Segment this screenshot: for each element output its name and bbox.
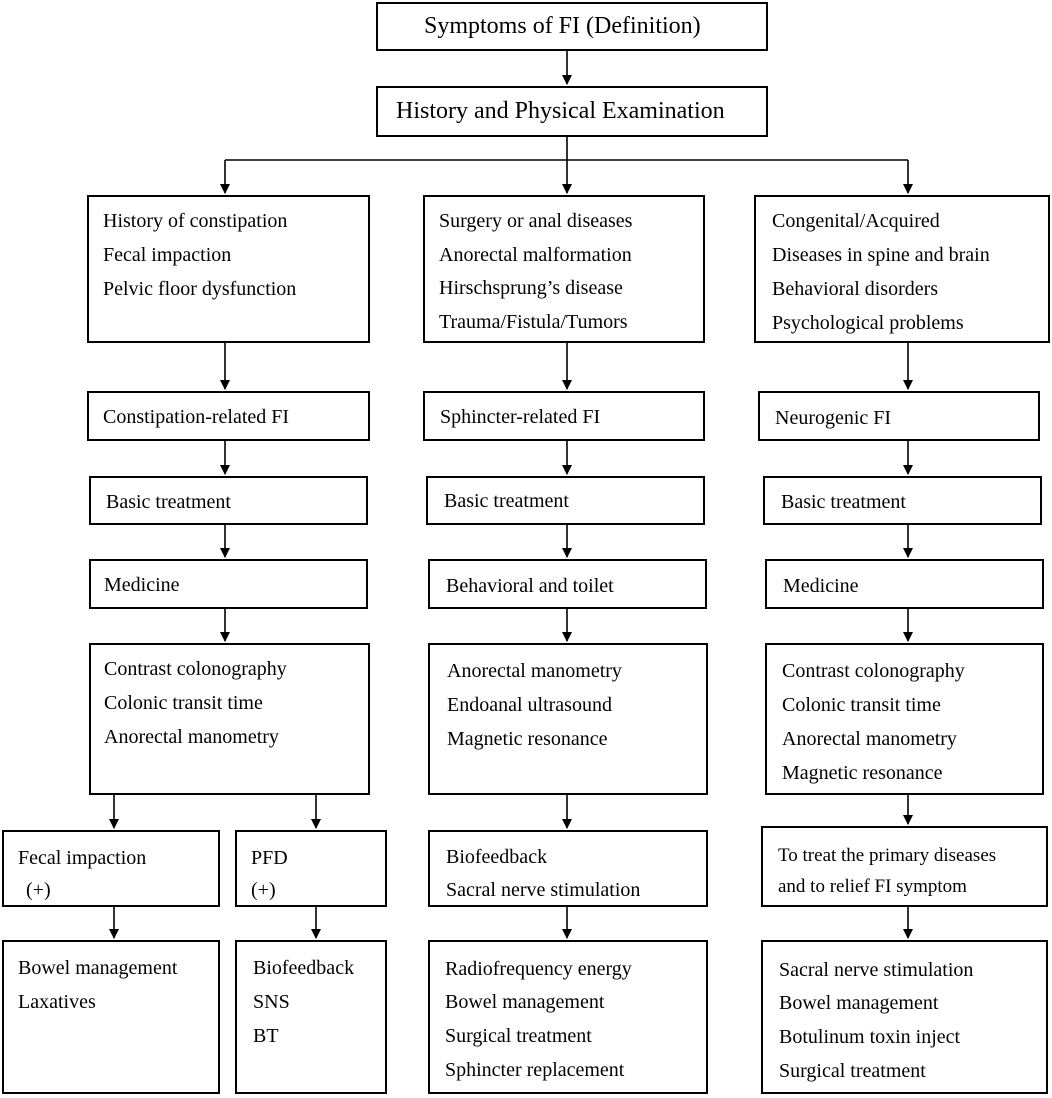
col1-type-text: Constipation-related FI (103, 406, 290, 428)
col3-medicine-box: Medicine (765, 559, 1044, 609)
col1-causes-box: History of constipation Fecal impaction … (87, 195, 370, 343)
col3-basic-text: Basic treatment (781, 491, 906, 513)
col2-type-text: Sphincter-related FI (440, 406, 601, 428)
col2-therapy-item: Biofeedback (446, 846, 548, 868)
fecal-impaction-sign: (+) (26, 879, 51, 901)
col3-treatment-box: Sacral nerve stimulation Bowel managemen… (761, 940, 1048, 1094)
col3-causes-box: Congenital/Acquired Diseases in spine an… (754, 195, 1050, 343)
col2-test-item: Anorectal manometry (447, 660, 622, 682)
col2-behavioral-text: Behavioral and toilet (446, 575, 614, 597)
col2-basic-text: Basic treatment (444, 490, 569, 512)
col2-treatment-item: Surgical treatment (445, 1025, 592, 1047)
definition-text: Symptoms of FI (Definition) (424, 13, 701, 39)
col1-pfd-box: PFD (+) (235, 830, 387, 907)
col3-treatment-item: Surgical treatment (779, 1060, 926, 1082)
definition-box: Symptoms of FI (Definition) (376, 2, 768, 51)
col1-test-item: Anorectal manometry (104, 726, 279, 748)
col1-medicine-box: Medicine (89, 559, 368, 609)
col2-type-box: Sphincter-related FI (423, 391, 705, 441)
col2-basic-box: Basic treatment (426, 476, 705, 525)
col2-cause-item: Trauma/Fistula/Tumors (439, 311, 628, 333)
col3-cause-item: Psychological problems (772, 312, 964, 334)
col3-test-item: Magnetic resonance (782, 762, 943, 784)
col3-type-text: Neurogenic FI (775, 407, 892, 429)
col3-primary-box: To treat the primary diseases and to rel… (761, 826, 1048, 907)
col2-tests-box: Anorectal manometry Endoanal ultrasound … (428, 643, 708, 795)
col1-cause-item: History of constipation (103, 210, 288, 232)
col1-cause-item: Pelvic floor dysfunction (103, 278, 297, 300)
col3-treatment-item: Bowel management (779, 992, 939, 1014)
col3-cause-item: Behavioral disorders (772, 278, 939, 300)
pfd-treatment-item: SNS (253, 991, 290, 1013)
col1-type-box: Constipation-related FI (87, 391, 370, 441)
col1-fecal-impaction-box: Fecal impaction (+) (2, 830, 220, 907)
col2-cause-item: Anorectal malformation (439, 244, 632, 266)
col2-causes-box: Surgery or anal diseases Anorectal malfo… (423, 195, 705, 343)
col3-test-item: Contrast colonography (782, 660, 965, 682)
col3-treatment-item: Botulinum toxin inject (779, 1026, 961, 1048)
col1-cause-item: Fecal impaction (103, 244, 232, 266)
pfd-sign: (+) (251, 879, 276, 901)
col3-cause-item: Diseases in spine and brain (772, 244, 990, 266)
col3-primary-item: To treat the primary diseases (778, 845, 997, 866)
fecal-treatment-item: Bowel management (18, 957, 178, 979)
col2-treatment-box: Radiofrequency energy Bowel management S… (428, 940, 708, 1094)
col2-treatment-item: Bowel management (445, 991, 605, 1013)
col2-treatment-item: Sphincter replacement (445, 1059, 625, 1081)
col2-test-item: Magnetic resonance (447, 728, 608, 750)
col2-behavioral-box: Behavioral and toilet (428, 559, 707, 609)
col2-treatment-item: Radiofrequency energy (445, 958, 632, 980)
col2-cause-item: Hirschsprung’s disease (439, 277, 623, 299)
col3-medicine-text: Medicine (783, 575, 859, 597)
col1-basic-text: Basic treatment (106, 491, 231, 513)
col2-therapy-item: Sacral nerve stimulation (446, 879, 641, 901)
col2-therapy-box: Biofeedback Sacral nerve stimulation (428, 830, 708, 907)
pfd-label: PFD (251, 847, 288, 869)
col3-type-box: Neurogenic FI (758, 391, 1040, 441)
col3-tests-box: Contrast colonography Colonic transit ti… (765, 643, 1044, 795)
col3-primary-item: and to relief FI symptom (778, 876, 967, 897)
history-text: History and Physical Examination (396, 98, 725, 124)
fecal-treatment-item: Laxatives (18, 991, 96, 1013)
col3-cause-item: Congenital/Acquired (772, 210, 940, 232)
pfd-treatment-item: BT (253, 1025, 279, 1047)
col1-fecal-treatment-box: Bowel management Laxatives (2, 940, 220, 1094)
col1-pfd-treatment-box: Biofeedback SNS BT (235, 940, 387, 1094)
col1-medicine-text: Medicine (104, 574, 180, 596)
col1-basic-box: Basic treatment (89, 476, 368, 525)
col1-test-item: Colonic transit time (104, 692, 263, 714)
col3-test-item: Colonic transit time (782, 694, 941, 716)
col3-treatment-item: Sacral nerve stimulation (779, 959, 974, 981)
fecal-impaction-label: Fecal impaction (18, 847, 147, 869)
history-box: History and Physical Examination (376, 86, 768, 137)
col3-test-item: Anorectal manometry (782, 728, 957, 750)
col3-basic-box: Basic treatment (763, 476, 1042, 525)
col1-test-item: Contrast colonography (104, 658, 287, 680)
pfd-treatment-item: Biofeedback (253, 957, 355, 979)
col2-test-item: Endoanal ultrasound (447, 694, 612, 716)
col1-tests-box: Contrast colonography Colonic transit ti… (89, 643, 370, 795)
col2-cause-item: Surgery or anal diseases (439, 210, 633, 232)
